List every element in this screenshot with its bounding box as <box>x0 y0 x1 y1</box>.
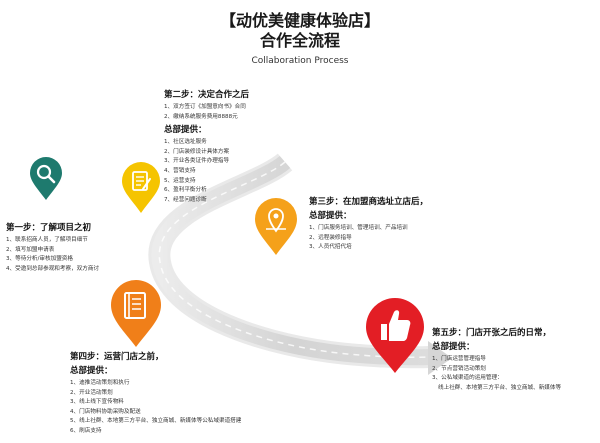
list-item: 1、门店服务培训、管理培训、产品培训 <box>309 225 408 231</box>
step-2: 第二步：决定合作之后 1、双方签订《加盟意向书》合同 2、缴纳系统服务费用888… <box>164 89 249 205</box>
step-2-provide-list: 1、社区选址服务 2、门店装修设计具体方案 3、开业各类证件办理指导 4、营销支… <box>164 138 249 205</box>
list-item: 1、社区选址服务 <box>164 139 207 146</box>
list-item: 5、运营支持 <box>164 177 196 184</box>
list-item: 1、双方签订《加盟意向书》合同 <box>164 104 246 110</box>
list-item: 1、联系招商人员，了解项目细节 <box>6 237 88 243</box>
list-item: 3、人员代招代培 <box>309 244 352 251</box>
list-item: 线上社群、本地第三方平台、独立商城、新媒体等 <box>438 384 562 391</box>
step-5-list: 1、门店运营管理指导 2、节点营销活动策划 3、公私域渠道的运用管理： 线上社群… <box>432 355 561 393</box>
step-1: 第一步：了解项目之初 1、联系招商人员，了解项目细节 2、填写加盟申请表 3、等… <box>6 222 99 274</box>
thumbs-up-icon <box>381 310 411 341</box>
step-1-title: 第一步：了解项目之初 <box>6 223 92 233</box>
list-item: 2、开业活动策划 <box>70 389 113 396</box>
step-3-list: 1、门店服务培训、管理培训、产品培训 2、远程装修指导 3、人员代招代培 <box>309 224 428 253</box>
location-icon <box>266 208 286 233</box>
pin-search <box>30 157 62 200</box>
book-icon <box>124 292 146 319</box>
pin-thumbs-up <box>366 298 424 373</box>
step-1-list: 1、联系招商人员，了解项目细节 2、填写加盟申请表 3、等待分析/审核加盟资格 … <box>6 236 99 274</box>
step-2-list: 1、双方签订《加盟意向书》合同 2、缴纳系统服务费用8888元 <box>164 103 249 122</box>
step-3: 第三步：在加盟商选址立店后， 总部提供： 1、门店服务培训、管理培训、产品培训 … <box>309 196 428 253</box>
list-item: 1、门店运营管理指导 <box>432 356 486 362</box>
list-item: 3、线上线下宣传物料 <box>70 399 124 406</box>
list-item: 4、营销支持 <box>164 167 196 174</box>
list-item: 2、远程装修指导 <box>309 234 352 241</box>
list-item: 1、迪推活动策划和执行 <box>70 380 130 386</box>
list-item: 3、公私域渠道的运用管理： <box>432 375 503 382</box>
list-item: 3、等待分析/审核加盟资格 <box>6 256 73 263</box>
list-item: 7、经营问题诊断 <box>164 196 207 203</box>
step-4-provide-label: 总部提供： <box>70 366 113 376</box>
list-item: 5、线上社群、本地第三方平台、独立商城、新媒体等公私域渠道搭建 <box>70 418 242 425</box>
search-icon <box>36 164 56 184</box>
step-4-title: 第四步：运营门店之前， <box>70 352 164 362</box>
step-4: 第四步：运营门店之前， 总部提供： 1、迪推活动策划和执行 2、开业活动策划 3… <box>70 351 241 437</box>
step-4-list: 1、迪推活动策划和执行 2、开业活动策划 3、线上线下宣传物料 4、门店物料协助… <box>70 379 241 437</box>
step-5-title: 第五步：门店开张之后的日常， <box>432 328 552 338</box>
document-icon <box>132 171 151 191</box>
list-item: 3、开业各类证件办理指导 <box>164 158 230 165</box>
list-item: 6、刷店支持 <box>70 427 102 434</box>
page-subtitle: 合作全流程 <box>259 31 340 50</box>
pin-document <box>122 162 160 213</box>
pin-location <box>255 198 297 255</box>
list-item: 2、节点营销活动策划 <box>432 365 486 372</box>
step-2-title: 第二步：决定合作之后 <box>164 90 250 100</box>
list-item: 2、门店装修设计具体方案 <box>164 148 230 155</box>
list-item: 4、受邀到总部参观和考察，双方商讨 <box>6 265 100 272</box>
list-item: 2、缴纳系统服务费用8888元 <box>164 113 238 120</box>
list-item: 6、盈利平衡分析 <box>164 187 207 194</box>
list-item: 2、填写加盟申请表 <box>6 246 55 253</box>
page-title: 【动优美健康体验店】 <box>219 11 380 30</box>
step-3-provide-label: 总部提供： <box>309 211 352 221</box>
step-5: 第五步：门店开张之后的日常， 总部提供： 1、门店运营管理指导 2、节点营销活动… <box>432 327 561 393</box>
step-3-title: 第三步：在加盟商选址立店后， <box>309 197 429 207</box>
list-item: 4、门店物料协助采购及配送 <box>70 408 141 415</box>
step-5-provide-label: 总部提供： <box>432 342 475 352</box>
step-2-provide-label: 总部提供： <box>164 125 207 136</box>
pin-book <box>111 280 161 347</box>
page-subtitle-english: Collaboration Process <box>251 56 349 66</box>
